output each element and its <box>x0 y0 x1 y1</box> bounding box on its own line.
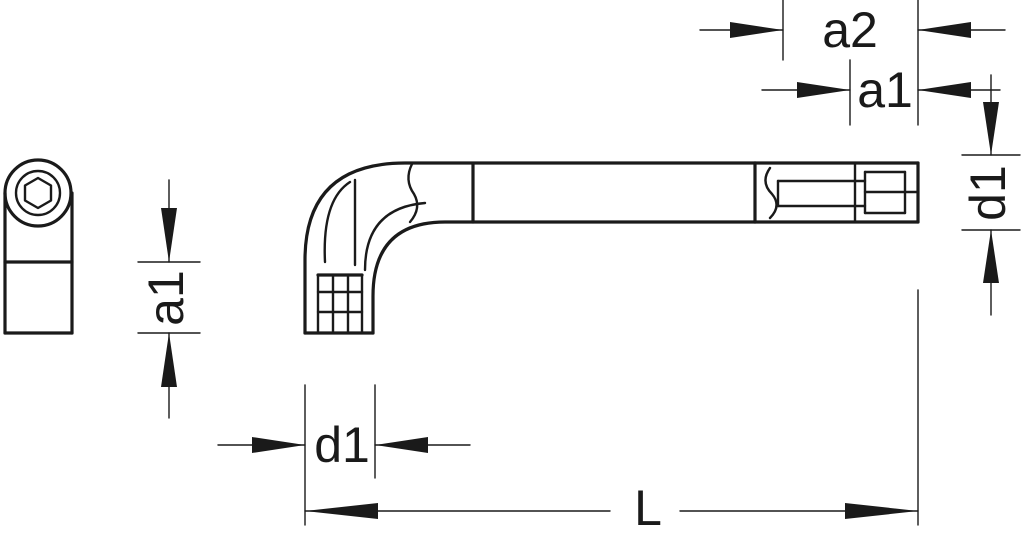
a1-top-dimension: a1 <box>761 59 1001 126</box>
d1-bottom-arrow-right <box>252 437 305 453</box>
break-mark-right <box>764 166 778 220</box>
d1-right-arrow-up <box>983 230 999 283</box>
a1-left-arrow-down <box>161 208 177 262</box>
break-mark-left <box>407 162 419 224</box>
end-view <box>3 158 74 335</box>
d1-bottom-arrow-left <box>375 437 428 453</box>
wrench-bend-inner-line <box>363 201 427 272</box>
length-arrow-left <box>305 503 378 519</box>
length-arrow-right <box>845 503 918 519</box>
wrench-outer-contour <box>303 161 757 335</box>
a2-dimension: a2 <box>699 0 1006 126</box>
a2-arrow-left <box>918 22 971 38</box>
d1-right-dimension: d1 <box>960 74 1021 316</box>
a2-label: a2 <box>822 2 878 58</box>
a1-top-arrow-left <box>918 82 971 98</box>
a2-arrow-right <box>730 22 783 38</box>
d1-right-arrow-down <box>983 102 999 155</box>
d1-bottom-dimension: d1 <box>217 384 471 526</box>
a1-left-dimension: a1 <box>137 179 201 419</box>
wrench-inner-contour <box>371 220 757 335</box>
end-view-inner-ring <box>14 169 62 217</box>
a1-left-arrow-up <box>161 333 177 387</box>
wrench-body <box>303 161 920 335</box>
end-view-hex-socket <box>23 176 53 210</box>
length-label: L <box>634 480 662 536</box>
d1-right-label: d1 <box>960 165 1016 221</box>
length-dimension: L <box>304 289 919 536</box>
wrench-bend-section-line <box>323 180 352 264</box>
a1-top-arrow-right <box>797 82 850 98</box>
a1-left-label: a1 <box>138 270 194 326</box>
d1-bottom-label: d1 <box>314 417 370 473</box>
a1-top-label: a1 <box>857 62 913 118</box>
